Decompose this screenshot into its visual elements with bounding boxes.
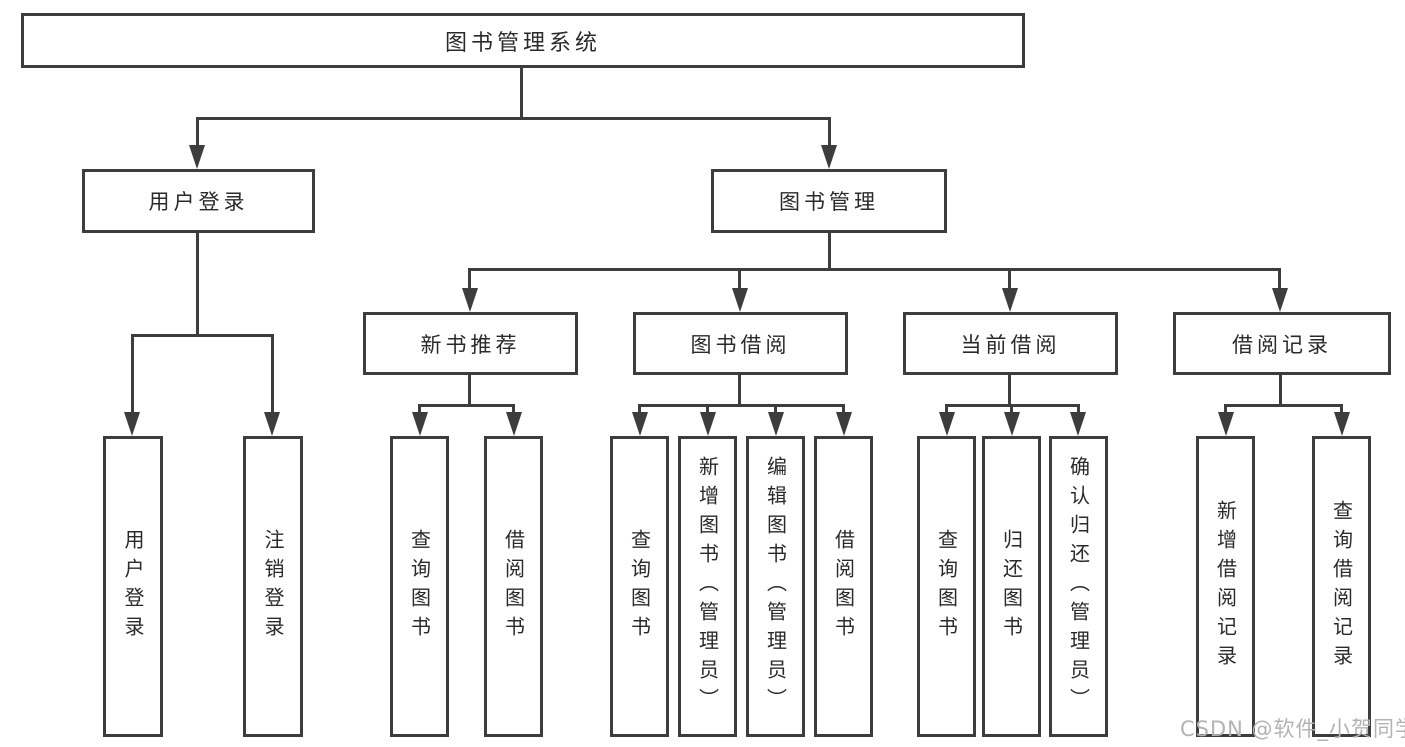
leaf-query-book-current: 查询图书 <box>917 436 976 737</box>
node-label: 新书推荐 <box>420 332 521 357</box>
leaf-query-book-recommend: 查询图书 <box>390 436 449 737</box>
connector-vline <box>1008 268 1011 292</box>
connector-hline <box>197 117 831 120</box>
connector-vline <box>418 404 421 416</box>
node-label: 查询图书 <box>934 528 959 645</box>
connector-vline <box>1224 404 1227 416</box>
arrow-down-icon <box>1272 288 1288 312</box>
connector-vline <box>1278 268 1281 292</box>
connector-vline <box>738 268 741 292</box>
node-label: 编辑图书（管理员） <box>763 456 788 717</box>
node-user-login: 用户登录 <box>82 169 315 233</box>
arrow-down-icon <box>836 412 852 436</box>
connector-vline <box>828 233 831 271</box>
connector-vline <box>828 117 831 149</box>
connector-vline <box>945 404 948 416</box>
connector-vline <box>638 404 641 416</box>
node-library-system: 图书管理系统 <box>21 13 1025 68</box>
leaf-confirm-return-admin: 确认归还（管理员） <box>1049 436 1108 737</box>
arrow-down-icon <box>264 412 280 436</box>
arrow-down-icon <box>732 288 748 312</box>
node-label: 借阅图书 <box>501 528 526 645</box>
connector-hline <box>638 404 844 407</box>
connector-vline <box>468 375 471 407</box>
leaf-borrow-book-borrow: 借阅图书 <box>814 436 873 737</box>
node-book-management: 图书管理 <box>711 169 947 233</box>
connector-vline <box>512 404 515 416</box>
watermark: CSDN @软件_小贺同学 <box>1180 717 1405 741</box>
connector-vline <box>520 68 523 118</box>
leaf-query-book-borrow: 查询图书 <box>610 436 669 737</box>
arrow-down-icon <box>1070 412 1086 436</box>
node-label: 图书借阅 <box>690 332 791 357</box>
node-label: 借阅记录 <box>1232 332 1332 357</box>
leaf-borrow-book-recommend: 借阅图书 <box>484 436 543 737</box>
connector-vline <box>468 268 471 292</box>
connector-vline <box>1077 404 1080 416</box>
connector-vline <box>1008 375 1011 407</box>
leaf-user-login: 用户登录 <box>103 436 163 737</box>
node-label: 用户登录 <box>121 528 145 645</box>
arrow-down-icon <box>1334 412 1350 436</box>
leaf-query-borrow-record: 查询借阅记录 <box>1312 436 1371 737</box>
node-label: 借阅图书 <box>831 528 856 645</box>
node-label: 当前借阅 <box>960 332 1061 357</box>
arrow-down-icon <box>700 412 716 436</box>
arrow-down-icon <box>189 145 205 169</box>
arrow-down-icon <box>124 412 140 436</box>
arrow-down-icon <box>462 288 478 312</box>
connector-hline <box>1224 404 1342 407</box>
connector-vline <box>774 404 777 416</box>
arrow-down-icon <box>939 412 955 436</box>
node-label: 归还图书 <box>999 528 1024 645</box>
arrow-down-icon <box>1002 288 1018 312</box>
node-label: 新增借阅记录 <box>1213 499 1238 674</box>
connector-vline <box>738 375 741 407</box>
leaf-add-borrow-record: 新增借阅记录 <box>1196 436 1255 737</box>
connector-vline <box>1279 375 1282 407</box>
node-label: 查询图书 <box>627 528 652 645</box>
connector-vline <box>842 404 845 416</box>
connector-vline <box>706 404 709 416</box>
leaf-add-book-admin: 新增图书（管理员） <box>678 436 737 737</box>
connector-hline <box>468 268 1281 271</box>
leaf-return-book: 归还图书 <box>982 436 1041 737</box>
connector-hline <box>418 404 515 407</box>
arrow-down-icon <box>506 412 522 436</box>
node-label: 注销登录 <box>261 528 285 645</box>
arrow-down-icon <box>632 412 648 436</box>
node-label: 查询图书 <box>407 528 432 645</box>
connector-vline <box>196 117 199 149</box>
arrow-down-icon <box>1004 412 1020 436</box>
node-label: 新增图书（管理员） <box>695 456 720 717</box>
leaf-logout-login: 注销登录 <box>243 436 303 737</box>
node-label: 确认归还（管理员） <box>1066 456 1091 717</box>
node-label: 查询借阅记录 <box>1329 499 1354 674</box>
leaf-edit-book-admin: 编辑图书（管理员） <box>746 436 805 737</box>
arrow-down-icon <box>1218 412 1234 436</box>
connector-hline <box>131 334 273 337</box>
connector-vline <box>271 334 274 414</box>
node-book-borrowing: 图书借阅 <box>633 312 848 375</box>
connector-vline <box>131 334 134 414</box>
node-borrowing-records: 借阅记录 <box>1173 312 1391 375</box>
connector-vline <box>1340 404 1343 416</box>
node-label: 图书管理 <box>779 190 879 214</box>
arrow-down-icon <box>768 412 784 436</box>
node-current-borrowing: 当前借阅 <box>903 312 1118 375</box>
arrow-down-icon <box>821 145 837 169</box>
node-label: 用户登录 <box>148 190 249 214</box>
connector-vline <box>1010 404 1013 416</box>
arrow-down-icon <box>412 412 428 436</box>
connector-vline <box>196 233 199 337</box>
node-new-book-recommendation: 新书推荐 <box>363 312 578 375</box>
node-label: 图书管理系统 <box>444 30 601 56</box>
